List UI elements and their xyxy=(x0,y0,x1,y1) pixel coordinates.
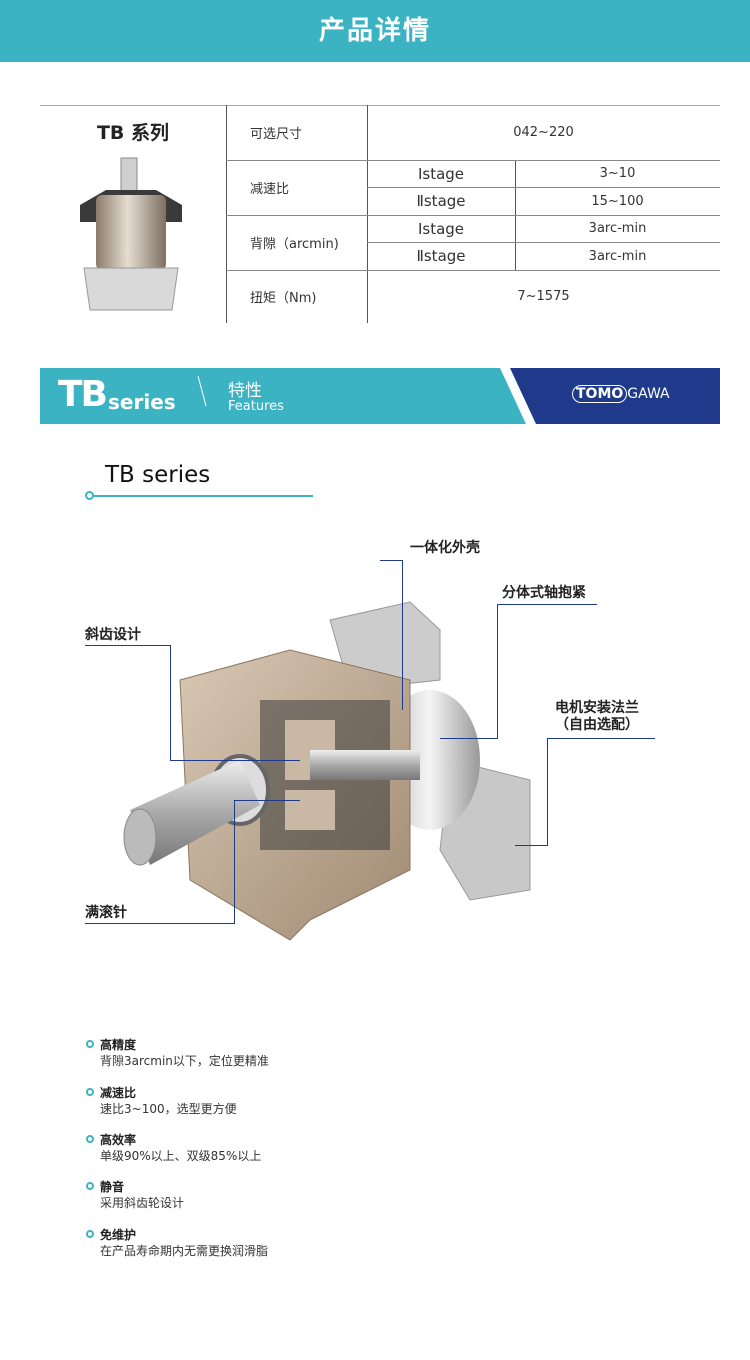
gearbox-cutaway-image xyxy=(123,601,531,941)
bullet-icon xyxy=(86,1135,94,1143)
banner-cn: 特性 xyxy=(228,381,262,401)
stage-1: Ⅰstage xyxy=(417,219,465,238)
feature-title: 减速比 xyxy=(100,1086,137,1100)
feature-title: 免维护 xyxy=(100,1228,137,1242)
ratio-stage-2: 15~100 xyxy=(591,193,644,209)
bullet-icon xyxy=(86,1230,94,1238)
row-label-backlash: 背隙（arcmin) xyxy=(250,237,339,252)
callout-shell: 一体化外壳 xyxy=(410,540,480,556)
row-value-torque: 7~1575 xyxy=(517,288,570,304)
stage-2: Ⅱstage xyxy=(416,192,466,210)
feature-desc: 采用斜齿轮设计 xyxy=(100,1196,185,1210)
bullet-icon xyxy=(86,1040,94,1048)
banner-tb: TB xyxy=(58,374,108,415)
row-value-size: 042~220 xyxy=(513,125,574,140)
divider xyxy=(40,105,720,106)
gearbox-product-image xyxy=(80,157,182,311)
stage-2: Ⅱstage xyxy=(416,247,466,265)
ratio-stage-1: 3~10 xyxy=(599,166,636,181)
bullet-icon xyxy=(86,1182,94,1190)
callout-needle-bearing: 满滚针 xyxy=(85,905,127,921)
backlash-stage-1: 3arc-min xyxy=(588,221,647,236)
feature-desc: 速比3~100，选型更方便 xyxy=(100,1102,237,1116)
feature-title: 高精度 xyxy=(100,1038,137,1052)
row-label-size: 可选尺寸 xyxy=(250,127,303,142)
row-label-torque: 扭矩（Nm) xyxy=(250,290,317,306)
logo-part-b: GAWA xyxy=(627,386,670,402)
section-title: TB series xyxy=(105,462,211,488)
feature-desc: 背隙3arcmin以下，定位更精准 xyxy=(100,1054,269,1068)
feature-desc: 单级90%以上、双级85%以上 xyxy=(100,1149,262,1163)
page-header: 产品详情 xyxy=(0,0,750,62)
series-title: TB 系列 xyxy=(96,122,170,144)
feature-title: 静音 xyxy=(100,1180,125,1194)
banner-en: Features xyxy=(228,399,284,414)
feature-desc: 在产品寿命期内无需更换润滑脂 xyxy=(100,1244,269,1258)
row-label-ratio: 减速比 xyxy=(250,182,290,197)
logo-part-a: TOMO xyxy=(572,385,628,403)
bullet-icon xyxy=(86,1088,94,1096)
callout-shaft-clamp: 分体式轴抱紧 xyxy=(502,585,586,601)
backlash-stage-2: 3arc-min xyxy=(588,248,647,264)
title-underline xyxy=(93,495,313,497)
callout-flange-optional: （自由选配） xyxy=(555,717,639,733)
banner-series: series xyxy=(108,390,176,414)
stage-1: Ⅰstage xyxy=(417,164,465,183)
callout-flange: 电机安装法兰 xyxy=(555,700,639,716)
feature-title: 高效率 xyxy=(100,1133,137,1147)
callout-helical-gear: 斜齿设计 xyxy=(85,627,141,643)
